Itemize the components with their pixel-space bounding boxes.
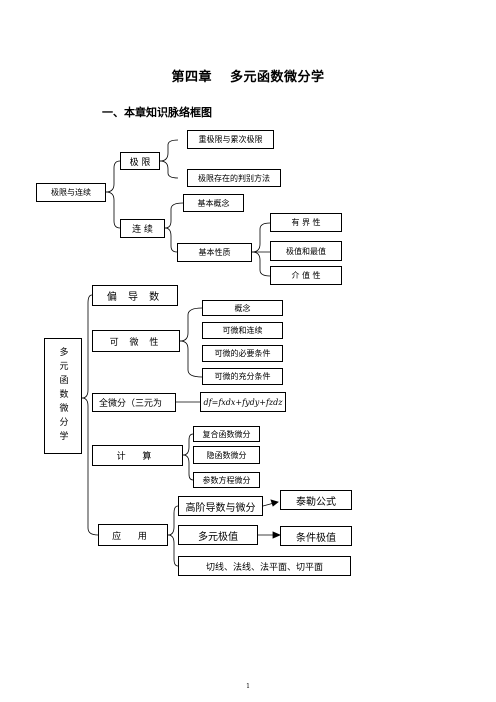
diff-item-box: 可微的必要条件 — [202, 345, 283, 362]
total-differential-formula-box: df=fxdx+fydy+fzdz — [200, 392, 286, 412]
differentiability-box: 可 微 性 — [92, 330, 180, 352]
chapter-name: 多元函数微分学 — [230, 70, 325, 85]
property-item-box: 极值和最值 — [270, 241, 342, 261]
calc-item-box: 参数方程微分 — [193, 472, 260, 488]
diff-item-box: 概念 — [202, 300, 283, 316]
limits-continuity-box: 极限与连续 — [36, 183, 106, 202]
higher-order-derivatives-box: 高阶导数与微分 — [178, 496, 263, 516]
property-item-box: 介 值 性 — [270, 266, 342, 285]
diff-item-box: 可微和连续 — [202, 322, 283, 339]
calc-item-box: 复合函数微分 — [193, 426, 260, 442]
chapter-title: 第四章 多元函数微分学 — [0, 66, 496, 85]
continuity-box: 连 续 — [120, 219, 165, 238]
multivariable-calculus-box: 多元函数微分学 — [44, 338, 82, 454]
diff-item-box: 可微的充分条件 — [202, 368, 283, 385]
limit-item-box: 极限存在的判别方法 — [187, 169, 281, 187]
limit-box: 极 限 — [120, 152, 160, 170]
total-differential-box: 全微分（三元为 — [92, 393, 176, 412]
property-item-box: 有 界 性 — [270, 213, 342, 232]
page-number: 1 — [246, 683, 250, 690]
section-heading: 一、本章知识脉络框图 — [102, 106, 212, 119]
taylor-formula-box: 泰勒公式 — [280, 490, 352, 510]
basic-concept-box: 基本概念 — [183, 194, 244, 212]
multivariable-extrema-box: 多元极值 — [178, 525, 258, 545]
chapter-number: 第四章 — [171, 70, 212, 85]
geometric-applications-box: 切线、法线、法平面、切平面 — [178, 556, 351, 576]
applications-box: 应 用 — [98, 524, 168, 546]
basic-properties-box: 基本性质 — [177, 243, 252, 262]
conditional-extrema-box: 条件极值 — [280, 526, 352, 546]
calc-item-box: 隐函数微分 — [193, 446, 260, 464]
partial-derivative-box: 偏 导 数 — [92, 285, 178, 306]
calculation-box: 计 算 — [92, 445, 183, 466]
limit-item-box: 重极限与累次极限 — [187, 130, 274, 149]
